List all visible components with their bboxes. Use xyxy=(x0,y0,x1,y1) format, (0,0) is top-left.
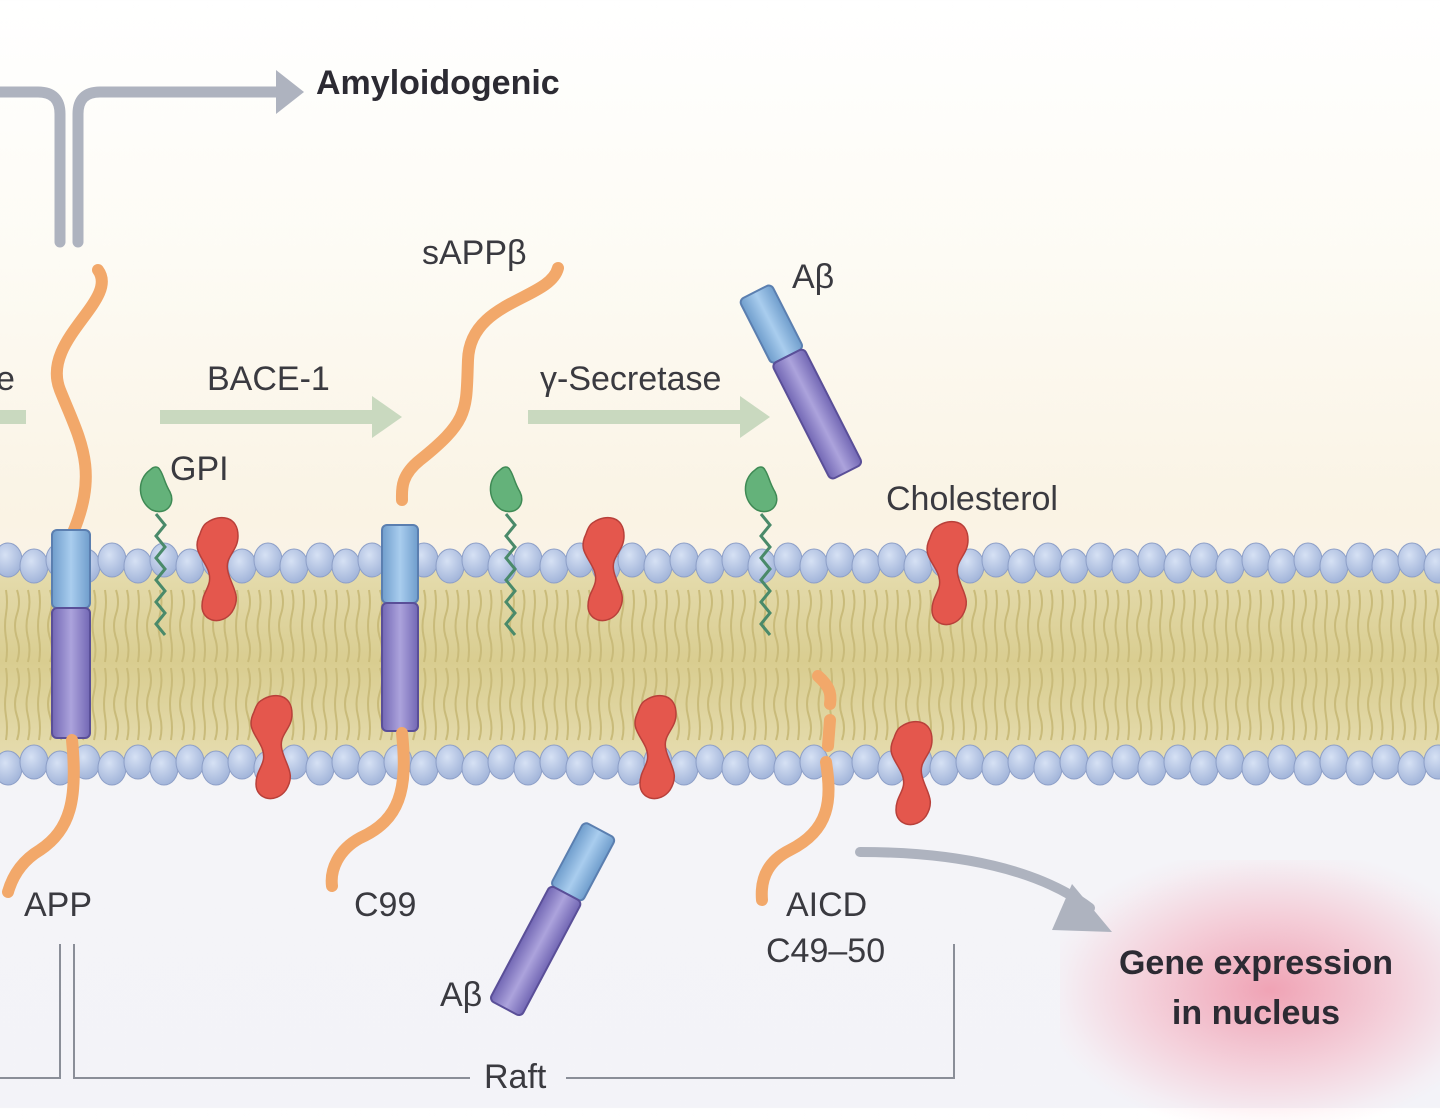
gene-expression-line1: Gene expression xyxy=(1118,944,1393,982)
sappb-label: sAPPβ xyxy=(422,234,527,272)
cholesterol-label: Cholesterol xyxy=(886,480,1058,518)
gamma-secretase-arrow xyxy=(528,396,770,438)
abeta-bottom-label: Aβ xyxy=(440,976,483,1014)
amyloidogenic-route-lines xyxy=(0,86,286,248)
abeta-top xyxy=(739,284,863,480)
membrane-core xyxy=(0,560,1440,765)
raft-bracket xyxy=(0,944,955,1079)
bace1-arrow xyxy=(0,396,402,438)
nucleus-glow xyxy=(1060,860,1440,1120)
amyloidogenic-label: Amyloidogenic xyxy=(316,64,560,102)
cholesterol-4 xyxy=(634,694,677,800)
aicd-arrowhead xyxy=(1052,884,1112,932)
gpi-anchors xyxy=(139,466,778,636)
lipid-heads-bottom xyxy=(0,744,1440,786)
gpi-anchor-3 xyxy=(744,466,778,636)
app-label: APP xyxy=(24,886,93,924)
c99-label: C99 xyxy=(354,886,417,924)
aicd-fragment xyxy=(755,670,837,906)
raft-label: Raft xyxy=(484,1058,547,1096)
c49-50-label: C49–50 xyxy=(766,932,886,970)
bace1-label: BACE-1 xyxy=(207,360,330,398)
abeta-bottom xyxy=(490,822,616,1017)
gpi-anchor-1 xyxy=(139,466,173,636)
lipid-tails xyxy=(4,589,1439,741)
amyloidogenic-arrowhead xyxy=(276,70,304,114)
cholesterol-molecules xyxy=(196,516,969,826)
cholesterol-1 xyxy=(196,516,239,622)
app-protein xyxy=(2,264,108,898)
aicd-label: AICD xyxy=(786,886,868,924)
cholesterol-3 xyxy=(582,516,625,622)
cholesterol-6 xyxy=(890,720,933,826)
cholesterol-2 xyxy=(250,694,293,800)
gpi-anchor-2 xyxy=(489,466,523,636)
aicd-to-nucleus-arrow xyxy=(855,847,1095,913)
gpi-label: GPI xyxy=(170,450,229,488)
c99-fragment xyxy=(325,524,419,892)
cholesterol-5 xyxy=(926,520,969,626)
gamma-secretase-label: γ-Secretase xyxy=(540,360,722,398)
gene-expression-line2: in nucleus xyxy=(1171,994,1341,1032)
sappb-fragment xyxy=(395,262,564,506)
abeta-top-label: Aβ xyxy=(792,258,835,296)
partial-left-label: e xyxy=(0,360,15,398)
